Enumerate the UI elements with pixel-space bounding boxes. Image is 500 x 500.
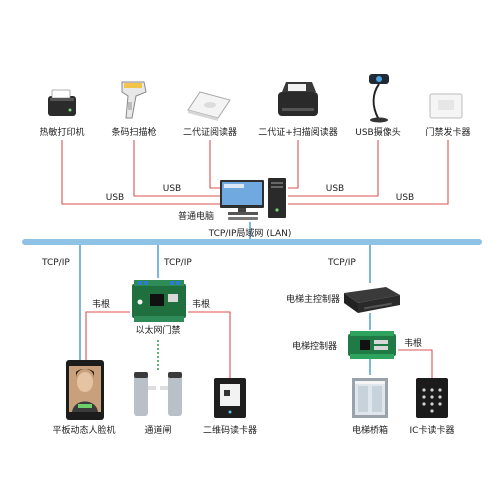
card-issuer-icon bbox=[429, 93, 463, 119]
tcpip-label-access-controller: TCP/IP bbox=[164, 258, 192, 268]
wiegand-label-face-tablet: 韦根 bbox=[92, 300, 111, 310]
turnstile-gate-icon bbox=[134, 372, 182, 416]
usb-wire-scanner bbox=[133, 140, 220, 197]
id-scanner-reader-icon bbox=[278, 82, 318, 116]
pc-label: 普通电脑 bbox=[177, 212, 215, 222]
usb-wires bbox=[61, 140, 449, 205]
usb-wire-idreader bbox=[209, 140, 220, 189]
desktop-computer-icon bbox=[220, 178, 286, 220]
usb-wire-id-scanner bbox=[288, 140, 299, 189]
usb-label-left-outer: USB bbox=[105, 193, 125, 203]
face-tablet-icon bbox=[66, 360, 104, 420]
usb-wire-printer bbox=[61, 140, 220, 205]
access-controller-board-icon bbox=[132, 280, 186, 322]
wiegand-label-ic-reader: 韦根 bbox=[404, 339, 423, 349]
usb-label-left-inner: USB bbox=[162, 184, 182, 194]
device-label-id-scanner-reader: 二代证+扫描阅读器 bbox=[258, 128, 338, 138]
thermal-printer-icon bbox=[48, 89, 76, 116]
device-label-ic-reader: IC卡读卡器 bbox=[409, 426, 455, 436]
qr-reader-icon bbox=[214, 378, 246, 418]
lan-label: TCP/IP局域网 (LAN) bbox=[208, 229, 292, 239]
wiegand-wires bbox=[85, 311, 433, 378]
elevator-controller-label: 电梯控制器 bbox=[292, 342, 338, 352]
wiegand-label-qr-reader: 韦根 bbox=[192, 300, 211, 310]
device-label-turnstile: 通道闸 bbox=[144, 426, 172, 436]
device-label-webcam: USB摄像头 bbox=[355, 128, 401, 138]
access-controller-label: 以太网门禁 bbox=[135, 326, 181, 336]
elevator-master-label: 电梯主控制器 bbox=[286, 295, 341, 305]
barcode-scanner-icon bbox=[121, 81, 147, 119]
usb-wire-card-issuer bbox=[288, 140, 449, 205]
id-card-reader-icon bbox=[187, 91, 231, 121]
usb-label-right-outer: USB bbox=[395, 193, 415, 203]
ic-card-reader-icon bbox=[416, 378, 448, 418]
usb-wire-webcam bbox=[288, 140, 379, 197]
wiegand-wire-ic-reader bbox=[398, 349, 433, 378]
device-label-thermal-printer: 热敏打印机 bbox=[39, 128, 85, 138]
device-label-elevator-car: 电梯桥箱 bbox=[351, 426, 389, 436]
lan-wires bbox=[79, 222, 371, 375]
webcam-icon bbox=[369, 74, 389, 123]
elevator-car-icon bbox=[352, 378, 388, 418]
lan-bus bbox=[22, 239, 482, 245]
device-label-id-card-reader: 二代证阅读器 bbox=[182, 128, 238, 138]
wiegand-wire-qr-reader bbox=[188, 311, 231, 378]
elevator-controller-icon bbox=[348, 331, 396, 359]
device-label-barcode-scanner: 条码扫描枪 bbox=[111, 128, 157, 138]
tcpip-label-face-tablet: TCP/IP bbox=[42, 258, 70, 268]
device-label-card-issuer: 门禁发卡器 bbox=[425, 128, 471, 138]
elevator-master-controller-icon bbox=[344, 287, 400, 313]
device-label-face-tablet: 平板动态人脸机 bbox=[52, 426, 116, 436]
usb-label-right-inner: USB bbox=[325, 184, 345, 194]
device-label-qr-reader: 二维码读卡器 bbox=[202, 426, 258, 436]
tcpip-label-elevator: TCP/IP bbox=[328, 258, 356, 268]
wiegand-wire-face-tablet bbox=[85, 311, 130, 360]
